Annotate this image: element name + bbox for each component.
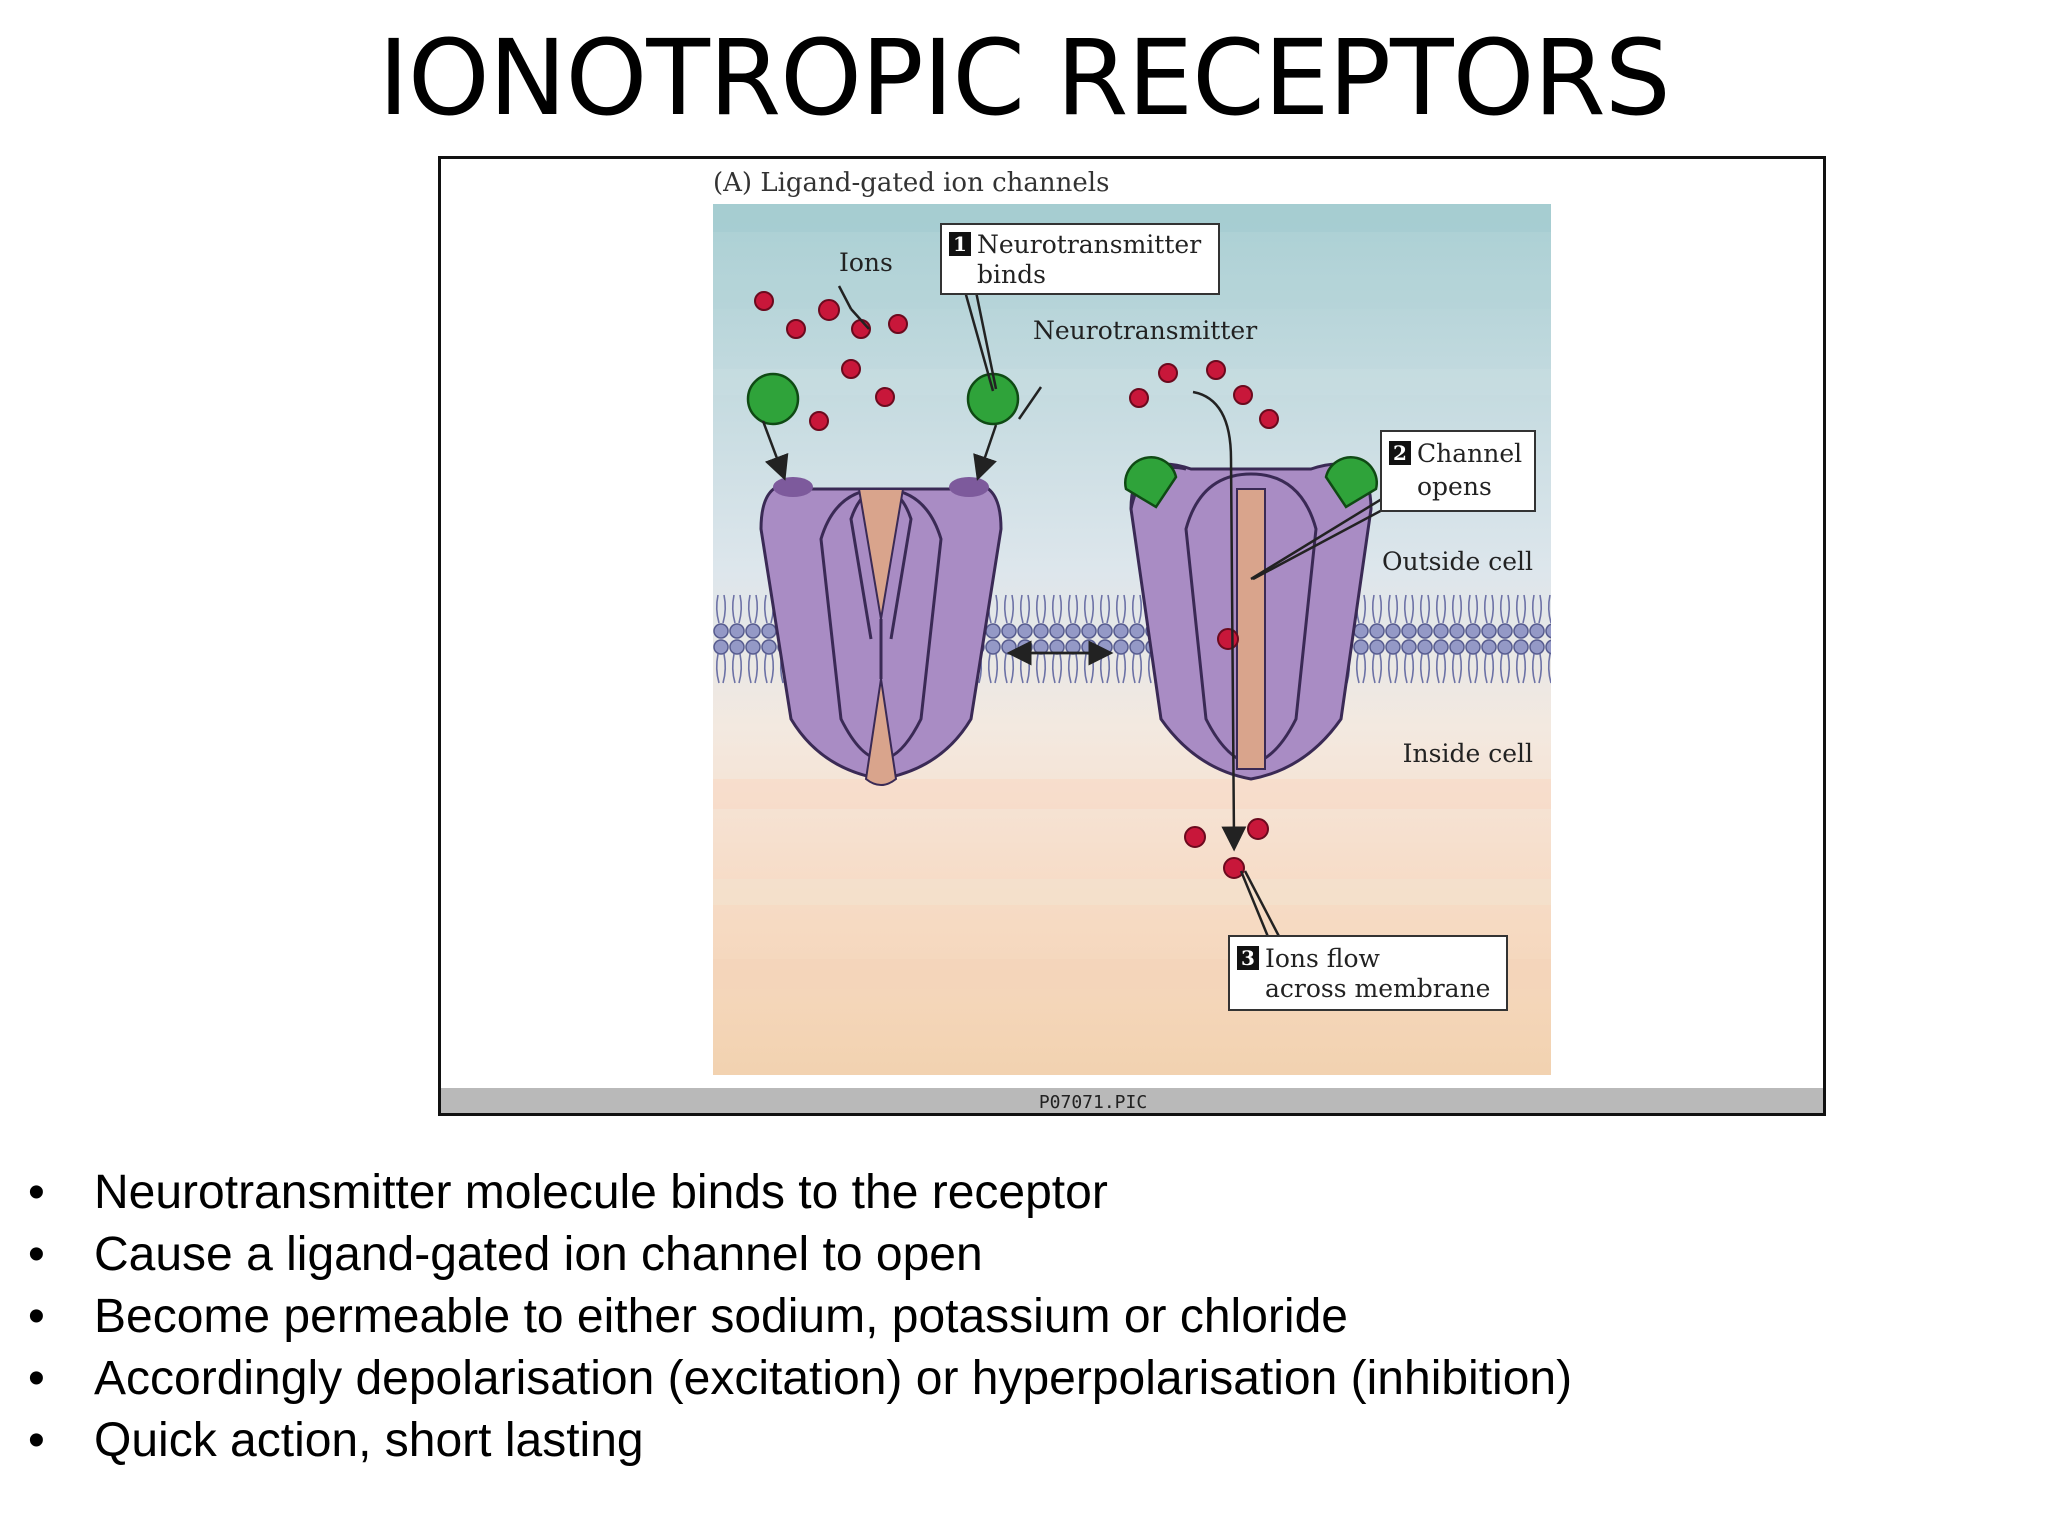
step-1-line1: Neurotransmitter	[977, 230, 1201, 259]
bullet-marker: •	[28, 1414, 45, 1467]
bullet-text: Accordingly depolarisation (excitation) …	[94, 1352, 1573, 1405]
ligand-gated-channel-diagram: 1 Neurotransmitter binds 2 Channel opens…	[441, 168, 1823, 1113]
callout-step-1: 1 Neurotransmitter binds	[940, 223, 1220, 295]
slide-title: IONOTROPIC RECEPTORS	[378, 17, 1671, 139]
bullet-text: Cause a ligand-gated ion channel to open	[94, 1228, 983, 1281]
ions	[754, 291, 1279, 879]
bullet-text: Quick action, short lasting	[94, 1414, 644, 1467]
figure-frame: 1 Neurotransmitter binds 2 Channel opens…	[438, 156, 1826, 1116]
callout-step-2: 2 Channel opens	[1380, 430, 1536, 512]
step-1-line2: binds	[977, 260, 1046, 289]
step-3-number: 3	[1241, 946, 1255, 970]
bullet-item: • Quick action, short lasting	[28, 1410, 1572, 1472]
bullet-marker: •	[28, 1228, 45, 1281]
neurotransmitter-label: Neurotransmitter	[1033, 316, 1257, 345]
step-3-line1: Ions flow	[1265, 944, 1381, 973]
bullet-item: • Accordingly depolarisation (excitation)…	[28, 1348, 1572, 1410]
bullet-marker: •	[28, 1290, 45, 1343]
bullet-item: • Cause a ligand-gated ion channel to ope…	[28, 1224, 1572, 1286]
bullet-list: • Neurotransmitter molecule binds to the …	[28, 1162, 1572, 1472]
bullet-text: Become permeable to either sodium, potas…	[94, 1290, 1348, 1343]
figure-filename: P07071.PIC	[1039, 1092, 1147, 1113]
step-2-number: 2	[1393, 441, 1407, 465]
bullet-item: • Neurotransmitter molecule binds to the …	[28, 1162, 1572, 1224]
closed-channel	[759, 477, 1003, 786]
step-2-line2: opens	[1417, 472, 1492, 501]
callout-step-3: 3 Ions flow across membrane	[1228, 935, 1508, 1011]
step-2-line1: Channel	[1417, 439, 1522, 468]
flow-arrows	[761, 285, 1247, 852]
inside-cell-label: Inside cell	[1403, 739, 1533, 768]
step-1-number: 1	[953, 232, 967, 256]
outside-cell-label: Outside cell	[1382, 547, 1533, 576]
ions-label: Ions	[839, 248, 893, 277]
figure-footer-bar	[441, 1088, 1823, 1113]
bullet-item: • Become permeable to either sodium, pota…	[28, 1286, 1572, 1348]
bullet-marker: •	[28, 1166, 45, 1219]
panel-label: (A) Ligand-gated ion channels	[713, 168, 1109, 198]
step-3-line2: across membrane	[1265, 974, 1490, 1003]
bullet-marker: •	[28, 1352, 45, 1405]
bullet-text: Neurotransmitter molecule binds to the r…	[94, 1166, 1108, 1219]
